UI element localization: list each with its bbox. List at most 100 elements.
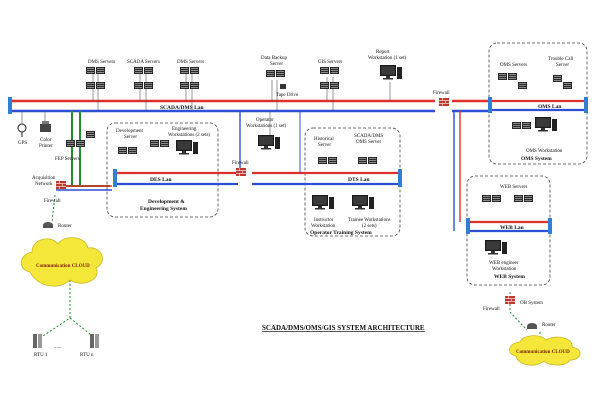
- web-lan-end-left: [466, 218, 470, 234]
- instructor-workstation: [312, 195, 334, 210]
- eng-ws-label2: Workstations (2 sets): [168, 133, 210, 138]
- oms-workstation: [512, 117, 557, 132]
- oms-lan-end-right: [584, 97, 588, 113]
- ots-system-label: Operator Training System: [310, 230, 372, 236]
- firewall-oms-label: Firewall: [433, 91, 450, 96]
- printer-label: Color: [40, 138, 52, 143]
- scada-servers: [134, 67, 153, 89]
- router-right-label: Router: [542, 323, 556, 328]
- rtu-dots: ......: [54, 345, 62, 350]
- dms-servers: [86, 67, 105, 89]
- oms-lan-label: OMS Lan: [538, 104, 561, 110]
- cloud-left: [20, 237, 103, 287]
- main-lan-label: SCADA/DMS Lan: [160, 105, 204, 111]
- data-backup-server-label2: Server: [270, 62, 283, 67]
- trouble-call-label: Trouble Call: [548, 57, 574, 62]
- dev-system-label2: Engineering System: [140, 206, 187, 212]
- tape-drive-label: Tape Drive: [276, 93, 299, 98]
- oms-servers-label: OMS Servers: [500, 63, 527, 68]
- engineering-workstations: [150, 140, 198, 155]
- main-lan-end-left: [8, 97, 12, 114]
- cloud-rtu-link2: [69, 317, 96, 339]
- router-right-icon: [527, 323, 537, 329]
- acquisition-links: [64, 111, 110, 187]
- diagram-title: SCADA/DMS/OMS/GIS SYSTEM ARCHITECTURE: [262, 324, 425, 332]
- firewall-web-icon: [504, 295, 516, 305]
- oms-lan-end-left: [488, 97, 492, 113]
- operator-ws-label: Operator: [256, 118, 274, 123]
- fep-servers-label: FEP Servers: [55, 157, 80, 162]
- router-left-label: Router: [58, 224, 72, 229]
- dev-lan-end-left: [113, 169, 117, 187]
- web-servers-label: WEB Servers: [500, 185, 527, 190]
- historical-server-label: Historical: [314, 137, 334, 142]
- instructor-ws-label: Instructor: [314, 218, 334, 223]
- firewall-left-label: Firewall: [44, 199, 61, 204]
- operator-ws-label2: Workstations (1 set): [246, 124, 286, 129]
- dev-lan-label: DES Lan: [150, 177, 172, 183]
- acq-network-label: Acquisition: [32, 176, 56, 181]
- operator-workstation: [258, 135, 280, 150]
- firewall-middle-label: Firewall: [232, 161, 249, 166]
- report-workstation-label2: Workstation (1 set): [368, 56, 407, 61]
- report-workstation-label: Report: [376, 50, 390, 55]
- gps-icon: [17, 123, 27, 137]
- rtu-system-label: OB System: [520, 301, 543, 306]
- firewall-oms-icon: [438, 97, 450, 107]
- development-server-label2: Server: [124, 135, 137, 140]
- trouble-call-label2: Server: [556, 63, 569, 68]
- trouble-call-server: [553, 75, 572, 89]
- gis-servers-label: GIS Servers: [318, 60, 342, 65]
- gps-label: GPS: [18, 141, 27, 146]
- printer-label2: Printer: [39, 144, 53, 149]
- development-server-label: Development: [116, 129, 144, 134]
- historical-server-label2: Server: [318, 143, 331, 148]
- acq-network-label2: Network: [35, 182, 53, 187]
- dms-servers-2-label: DMS Servers: [177, 60, 204, 65]
- eng-ws-label: Engineering: [172, 127, 197, 132]
- data-backup-server-label: Data Backup: [261, 56, 287, 61]
- web-ws-label2: Workstation: [492, 267, 517, 272]
- left-firewall-router-link: [51, 194, 56, 223]
- gis-servers: [320, 67, 339, 89]
- oms-system-label: OMS System: [521, 156, 552, 162]
- scada-servers-label: SCADA Servers: [127, 60, 160, 65]
- cloud-rtu-link: [39, 280, 71, 339]
- cloud-right: [509, 335, 581, 366]
- data-backup-server: [266, 70, 285, 77]
- web-to-router-link: [509, 292, 528, 331]
- report-workstation: [380, 65, 402, 80]
- scada-dms-oms-server: [358, 157, 377, 164]
- cloud-right-label: Communication CLOUD: [516, 350, 570, 355]
- web-lan-end-right: [548, 218, 552, 234]
- dts-lan-label: DTS Lan: [348, 177, 370, 183]
- router-left-icon: [43, 222, 53, 228]
- rtu-1-label: RTU 1: [34, 353, 48, 358]
- rtu-n-label: RTU n: [80, 353, 94, 358]
- web-ws-label: WEB engineer: [489, 261, 519, 266]
- web-workstation: [485, 240, 507, 255]
- web-system-label: WEB System: [494, 274, 525, 280]
- scada-dms-oms-label: SCADA/DMS: [354, 134, 383, 139]
- printer-icon: [40, 121, 51, 132]
- scada-dms-oms-label2: OMS Server: [356, 140, 381, 145]
- dms-servers-label: DMS Servers: [88, 60, 115, 65]
- firewall-middle-icon: [235, 167, 247, 177]
- tape-drive: [280, 84, 286, 89]
- development-server: [118, 147, 137, 154]
- cloud-left-label: Communication CLOUD: [36, 264, 90, 269]
- historical-server: [318, 157, 337, 164]
- dms-servers-2: [180, 67, 199, 89]
- oms-servers: [498, 73, 527, 89]
- trainee-workstations: [352, 195, 374, 210]
- web-servers: [482, 195, 533, 202]
- trainee-ws-label: Trainee Workstations: [348, 218, 391, 223]
- dts-lan-end-right: [398, 169, 402, 187]
- instructor-ws-label2: Workstation: [311, 224, 336, 229]
- dev-system-box: [106, 122, 219, 218]
- web-lan-label: WEB Lan: [500, 225, 524, 231]
- oms-ws-label: OMS Workstation: [526, 149, 563, 154]
- rtu-n-icon: [90, 334, 99, 348]
